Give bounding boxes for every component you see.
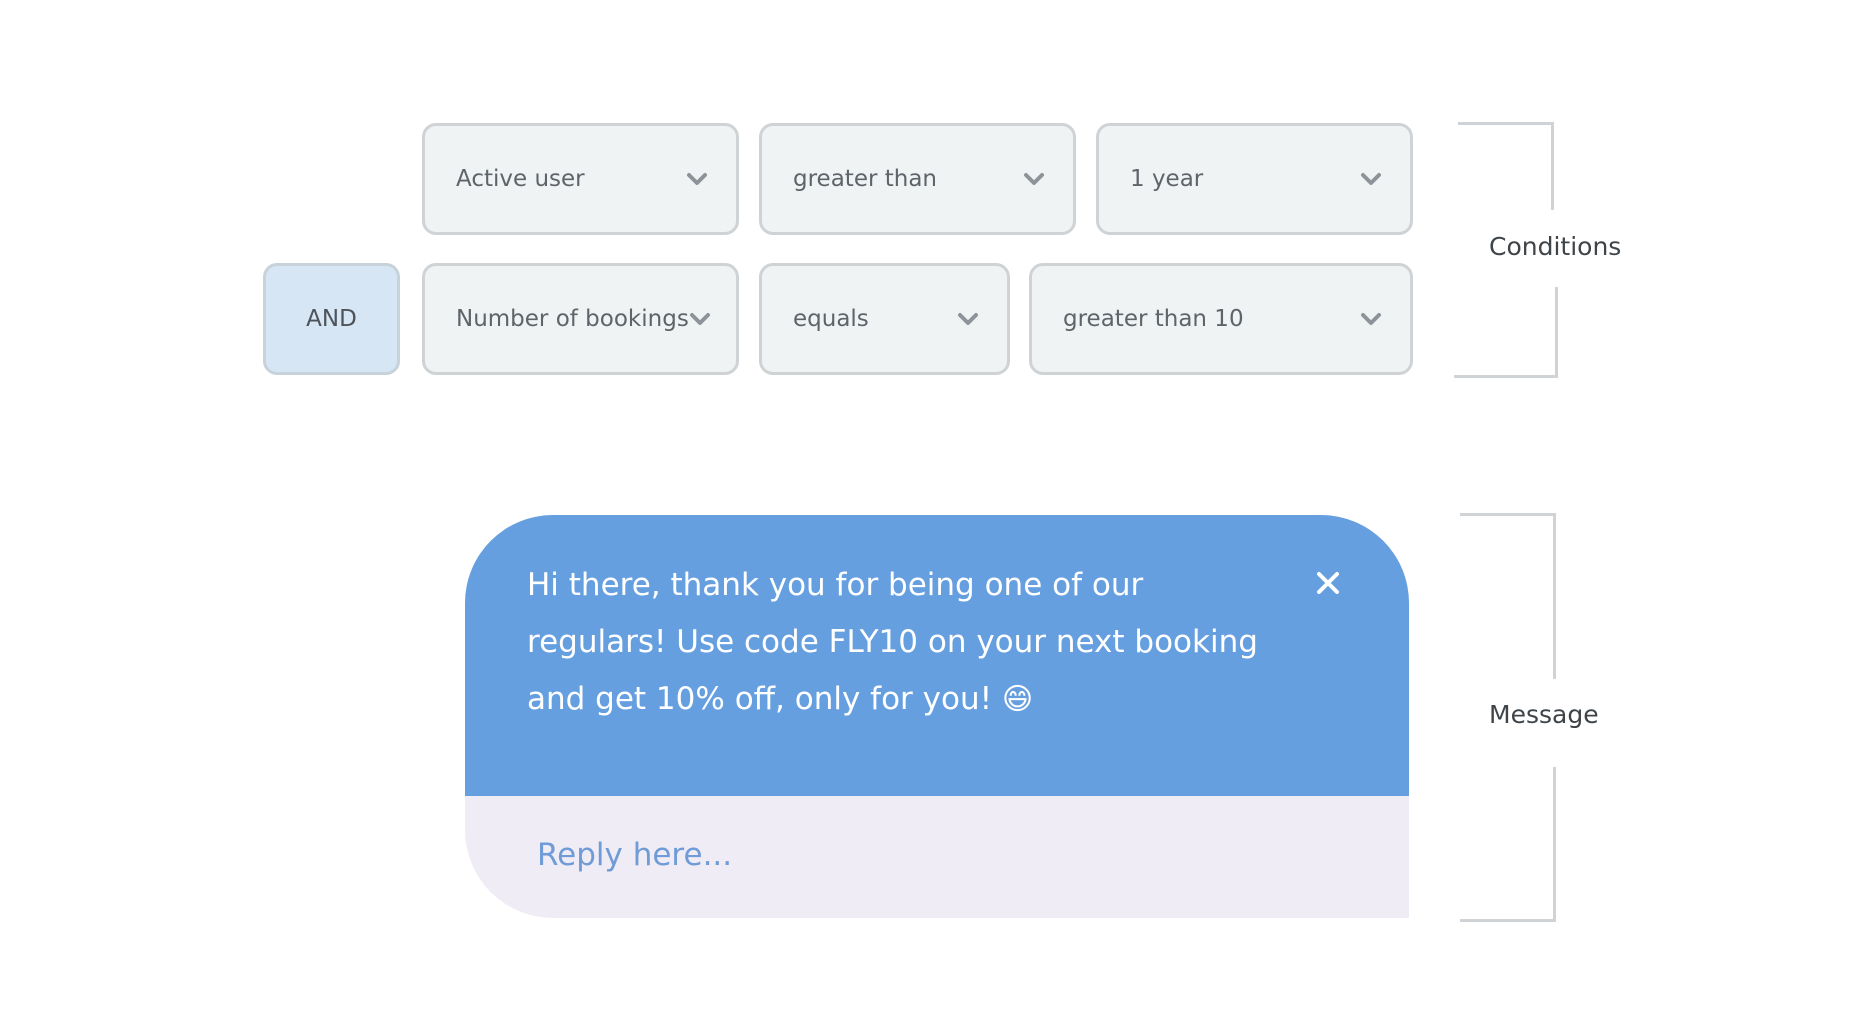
smile-emoji-icon: 😄 — [1001, 682, 1034, 717]
message-line-3: and get 10% off, only for you! — [527, 681, 993, 717]
chevron-down-icon — [1024, 173, 1044, 185]
condition-2-operator-select[interactable]: equals — [759, 263, 1010, 375]
message-line-2: regulars! Use code FLY10 on your next bo… — [527, 624, 1258, 660]
chevron-down-icon — [687, 173, 707, 185]
chevron-down-icon — [1361, 173, 1381, 185]
close-icon[interactable] — [1310, 565, 1346, 601]
select-label: equals — [793, 306, 869, 332]
and-button[interactable]: AND — [263, 263, 400, 375]
select-label: greater than — [793, 166, 937, 192]
condition-2-value-select[interactable]: greater than 10 — [1029, 263, 1413, 375]
chevron-down-icon — [1361, 313, 1381, 325]
select-label: greater than 10 — [1063, 306, 1244, 332]
conditions-label: Conditions — [1489, 232, 1622, 261]
condition-1-value-select[interactable]: 1 year — [1096, 123, 1413, 235]
message-line-3-wrap: and get 10% off, only for you! 😄 — [527, 671, 1287, 728]
message-body: Hi there, thank you for being one of our… — [465, 515, 1409, 796]
select-label: 1 year — [1130, 166, 1204, 192]
select-label: Number of bookings — [456, 306, 689, 332]
message-text: Hi there, thank you for being one of our… — [527, 557, 1287, 728]
message-line-1: Hi there, thank you for being one of our — [527, 567, 1144, 603]
and-label: AND — [306, 306, 357, 332]
message-label: Message — [1489, 700, 1599, 729]
chevron-down-icon — [958, 313, 978, 325]
condition-2-field-select[interactable]: Number of bookings — [422, 263, 739, 375]
select-label: Active user — [456, 166, 585, 192]
reply-input[interactable] — [537, 837, 1317, 873]
message-bubble: Hi there, thank you for being one of our… — [465, 515, 1409, 918]
condition-1-operator-select[interactable]: greater than — [759, 123, 1076, 235]
chevron-down-icon — [689, 313, 710, 325]
condition-1-field-select[interactable]: Active user — [422, 123, 739, 235]
